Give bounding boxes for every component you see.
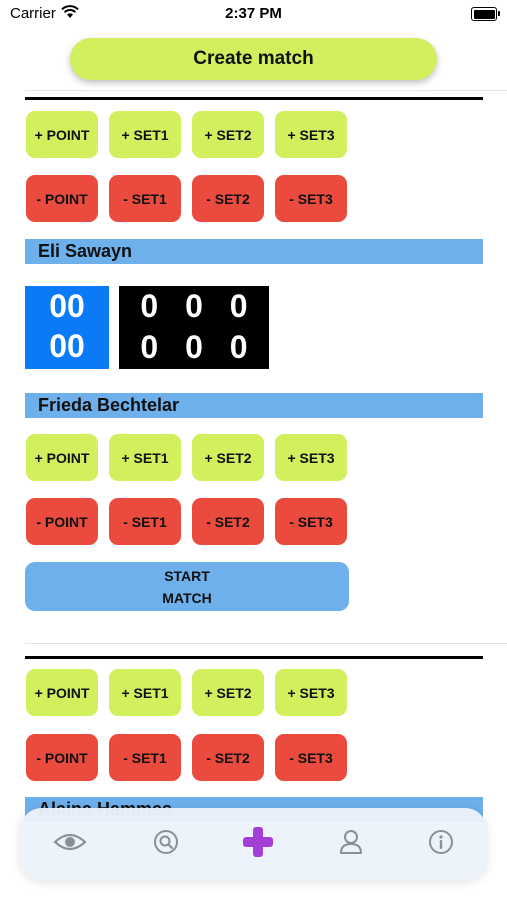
match2-remove-point-button[interactable]: - POINT [26, 734, 98, 781]
player1-add-set2-button[interactable]: + SET2 [192, 111, 264, 158]
card-separator [25, 643, 507, 644]
player2-set2: 0 [185, 329, 203, 365]
match2-add-set2-button[interactable]: + SET2 [192, 669, 264, 716]
player2-remove-set3-button[interactable]: - SET3 [275, 498, 347, 545]
match2-remove-set1-button[interactable]: - SET1 [109, 734, 181, 781]
player1-name: Eli Sawayn [25, 239, 483, 264]
player1-remove-set1-button[interactable]: - SET1 [109, 175, 181, 222]
tab-watch[interactable] [52, 826, 88, 862]
status-bar: Carrier 2:37 PM [0, 0, 507, 30]
tab-info[interactable] [423, 826, 459, 862]
player1-add-set3-button[interactable]: + SET3 [275, 111, 347, 158]
player2-add-point-button[interactable]: + POINT [26, 434, 98, 481]
match2-add-set1-button[interactable]: + SET1 [109, 669, 181, 716]
match2-add-point-button[interactable]: + POINT [26, 669, 98, 716]
player1-set3: 0 [229, 288, 248, 324]
match-divider [25, 97, 483, 100]
player2-name: Frieda Bechtelar [25, 393, 483, 418]
carrier-label: Carrier [10, 5, 56, 22]
player2-points: 00 [49, 328, 85, 364]
player1-points: 00 [49, 288, 85, 324]
match-divider [25, 656, 483, 659]
tab-bar [20, 808, 487, 880]
match2-add-set3-button[interactable]: + SET3 [275, 669, 347, 716]
points-score: 00 00 [25, 286, 109, 369]
player2-add-set3-button[interactable]: + SET3 [275, 434, 347, 481]
match2-remove-set2-button[interactable]: - SET2 [192, 734, 264, 781]
search-icon [153, 829, 179, 860]
sets-score: 0 0 0 0 0 0 [119, 286, 269, 369]
info-icon [428, 829, 454, 860]
clock: 2:37 PM [225, 5, 282, 22]
player2-add-set2-button[interactable]: + SET2 [192, 434, 264, 481]
player1-add-set1-button[interactable]: + SET1 [109, 111, 181, 158]
tab-search[interactable] [148, 826, 184, 862]
player2-remove-set2-button[interactable]: - SET2 [192, 498, 264, 545]
player1-remove-set2-button[interactable]: - SET2 [192, 175, 264, 222]
player1-set2: 0 [185, 288, 203, 324]
player2-set3: 0 [229, 329, 248, 365]
player1-remove-point-button[interactable]: - POINT [26, 175, 98, 222]
create-match-button[interactable]: Create match [70, 38, 437, 80]
player1-set1: 0 [140, 288, 159, 324]
player2-remove-point-button[interactable]: - POINT [26, 498, 98, 545]
match2-remove-set3-button[interactable]: - SET3 [275, 734, 347, 781]
person-icon [339, 829, 363, 860]
start-match-button[interactable]: START MATCH [25, 562, 349, 611]
plus-icon [241, 825, 275, 864]
player1-remove-set3-button[interactable]: - SET3 [275, 175, 347, 222]
battery-icon [471, 7, 500, 21]
wifi-icon [61, 5, 79, 24]
player2-remove-set1-button[interactable]: - SET1 [109, 498, 181, 545]
header-separator [25, 90, 507, 91]
player1-add-point-button[interactable]: + POINT [26, 111, 98, 158]
eye-icon [53, 831, 87, 858]
player2-add-set1-button[interactable]: + SET1 [109, 434, 181, 481]
tab-profile[interactable] [333, 826, 369, 862]
tab-create[interactable] [240, 826, 276, 862]
player2-set1: 0 [140, 329, 159, 365]
